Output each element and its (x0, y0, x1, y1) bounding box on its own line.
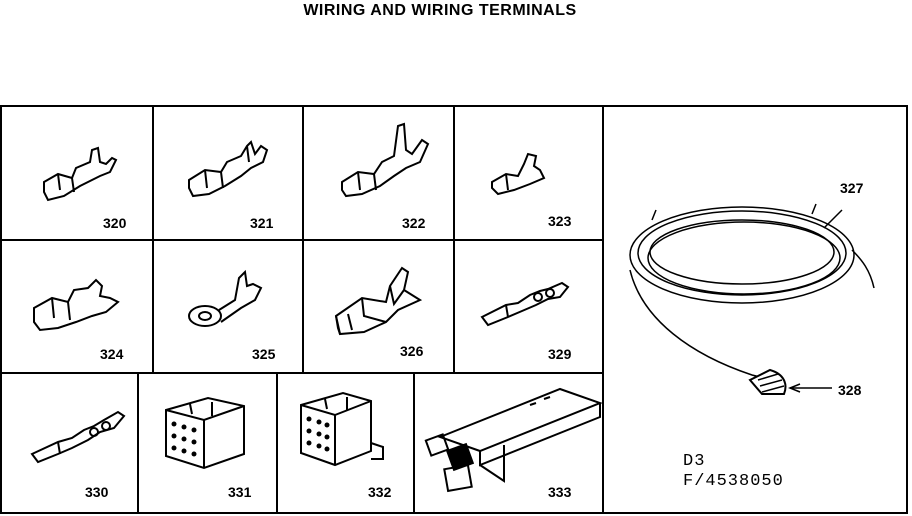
terminal-329-drawing (480, 281, 570, 327)
part-number-320: 320 (103, 215, 127, 231)
part-number-330: 330 (85, 484, 109, 500)
kit-333-drawing (424, 387, 603, 493)
part-number-322: 322 (402, 215, 426, 231)
part-number-327: 327 (840, 180, 864, 196)
grid-line (152, 105, 154, 373)
terminal-326-drawing (334, 266, 423, 336)
grid-line (453, 105, 455, 373)
grid-line (137, 372, 139, 514)
part-number-324: 324 (100, 346, 124, 362)
diagram-code: D3 F/4538050 (683, 452, 784, 492)
part-number-325: 325 (252, 346, 276, 362)
grid-line (413, 372, 415, 514)
diagram-code-line1: D3 (683, 452, 706, 471)
part-number-333: 333 (548, 484, 572, 500)
part-number-323: 323 (548, 213, 572, 229)
grid-line (302, 105, 304, 373)
terminal-330-drawing (30, 410, 126, 464)
grid-line (0, 372, 603, 374)
part-number-328: 328 (838, 382, 862, 398)
terminal-323-drawing (491, 152, 546, 196)
part-number-332: 332 (368, 484, 392, 500)
grid-line (276, 372, 278, 514)
connector-332-drawing (300, 391, 384, 467)
part-number-321: 321 (250, 215, 274, 231)
part-number-329: 329 (548, 346, 572, 362)
diagram-title: WIRING AND WIRING TERMINALS (303, 2, 577, 19)
grid-line (602, 105, 604, 514)
terminal-321-drawing (188, 140, 269, 198)
connector-331-drawing (165, 396, 245, 470)
terminal-325-drawing (188, 269, 263, 327)
terminal-320-drawing (43, 146, 118, 202)
terminal-324-drawing (33, 278, 120, 332)
part-number-326: 326 (400, 343, 424, 359)
terminal-322-drawing (341, 122, 430, 198)
part-number-331: 331 (228, 484, 252, 500)
wire-coil-327-drawing (629, 203, 875, 395)
grid-line (0, 239, 603, 241)
diagram-code-line2: F/4538050 (683, 472, 784, 491)
